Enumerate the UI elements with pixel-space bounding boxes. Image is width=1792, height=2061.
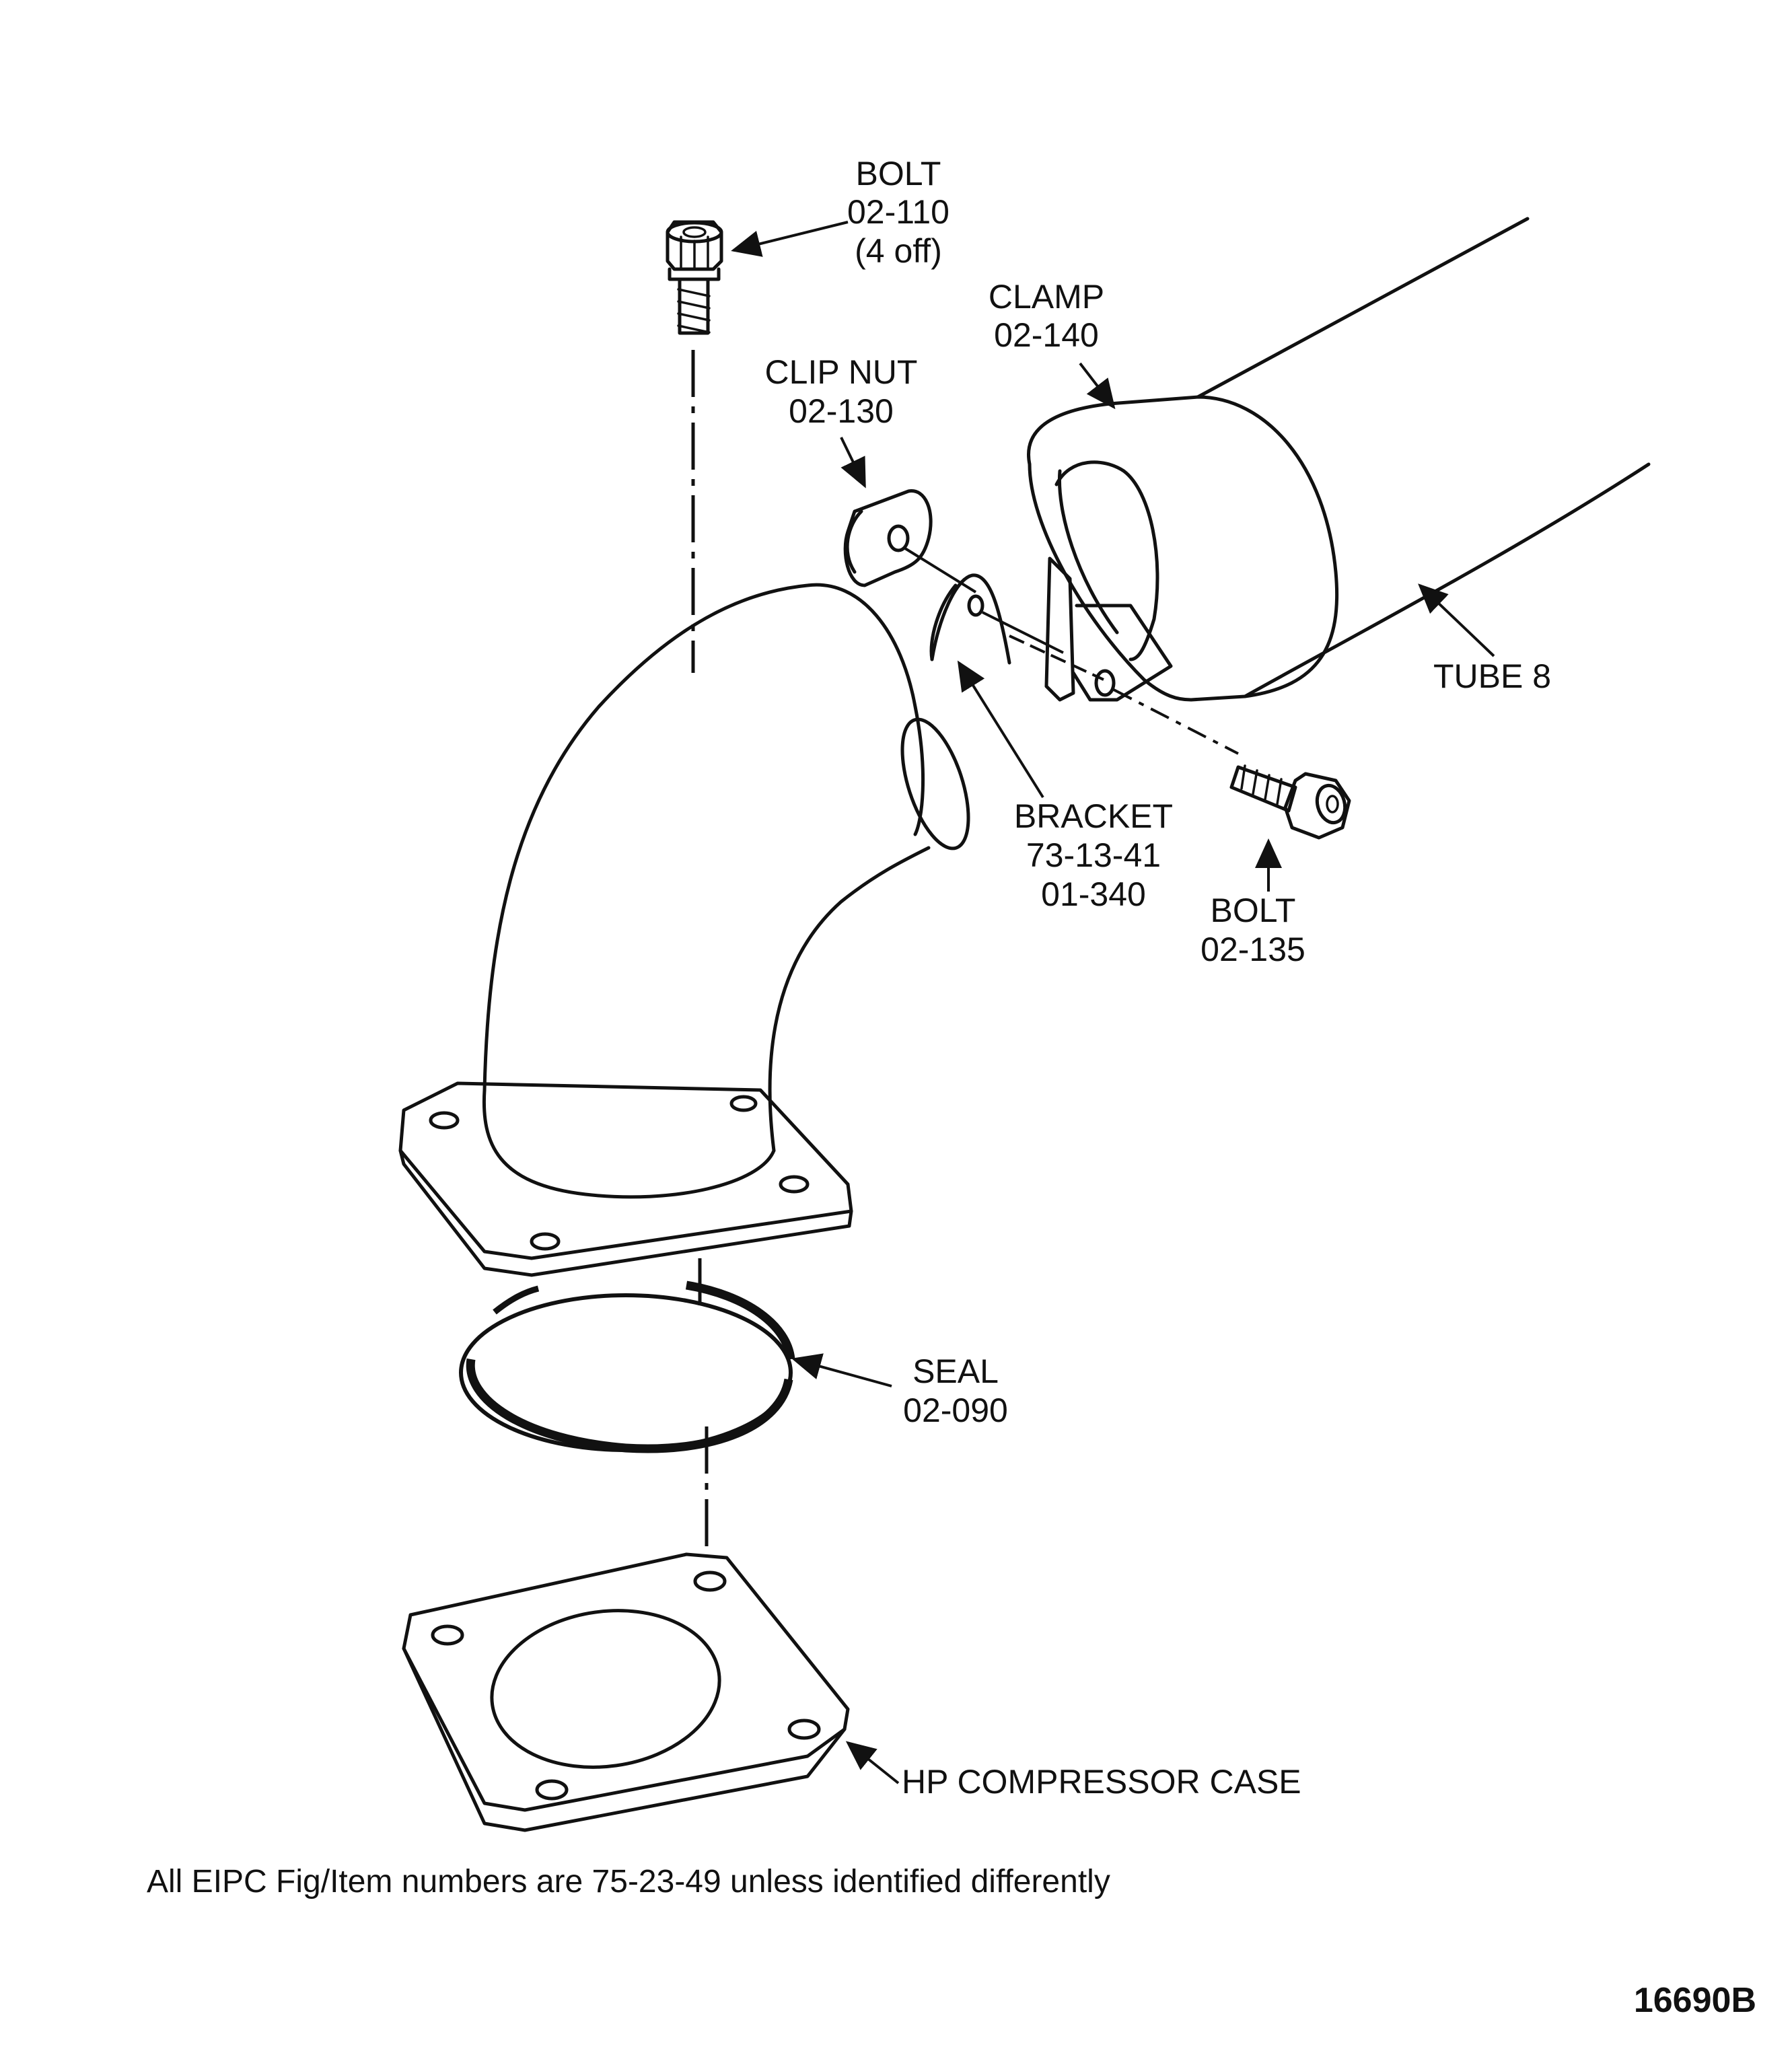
leader-arrows [731,221,1495,1784]
clamp-item: 02-140 [994,316,1099,354]
bracket-drawing [929,573,1064,665]
tube-8-label: TUBE 8 [1433,657,1551,695]
clip-nut-item: 02-130 [789,392,894,430]
bolt-side-item: 02-135 [1200,931,1305,968]
seal-drawing [459,1280,795,1453]
bolt-top-qty: (4 off) [855,232,942,270]
elbow-duct-drawing [398,583,970,1277]
vertical-centerline [691,350,709,1554]
clip-nut-drawing [843,489,977,593]
clamp-name: CLAMP [989,278,1104,316]
seal-name: SEAL [912,1352,999,1390]
bracket-chapter: 73-13-41 [1026,836,1161,874]
hp-compressor-case-drawing [402,1552,850,1832]
clip-nut-name: CLIP NUT [765,353,918,391]
footnote: All EIPC Fig/Item numbers are 75-23-49 u… [147,1864,1110,1900]
figure-number: 16690B [1634,1981,1756,2020]
hp-compressor-case-label: HP COMPRESSOR CASE [902,1763,1301,1801]
tube-8-drawing [1196,217,1651,698]
bolt-top-item: 02-110 [847,193,949,231]
bracket-name: BRACKET [1014,797,1173,835]
clamp-drawing [1009,395,1339,755]
bracket-item: 01-340 [1041,875,1146,913]
bolt-top-drawing [666,220,723,335]
bolt-top-name: BOLT [856,155,941,192]
bolt-side-name: BOLT [1211,892,1296,929]
bolt-side-drawing [1229,764,1351,840]
seal-item: 02-090 [903,1391,1008,1429]
